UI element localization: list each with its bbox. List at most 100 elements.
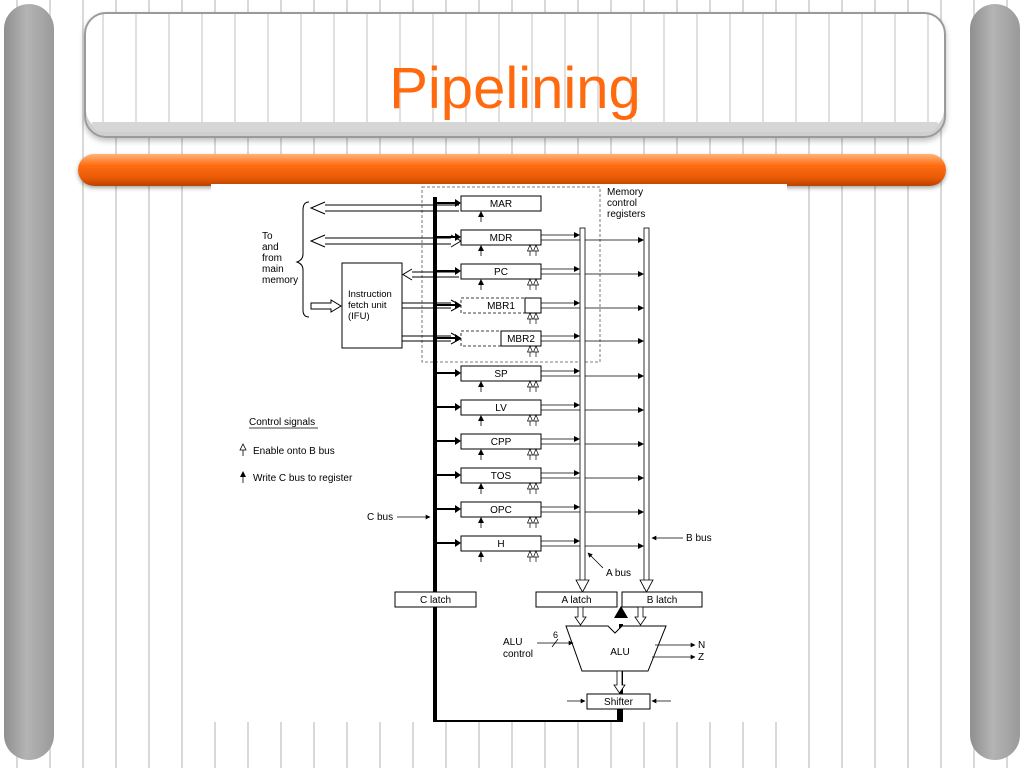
memory-control-region [421, 186, 601, 363]
legend-write-text: Write C bus to register [253, 473, 353, 484]
register-opc: OPC [435, 501, 644, 528]
memory-label-from: from [262, 253, 282, 264]
register-pc: PC [435, 263, 644, 290]
register-tos-enable-signal-2 [532, 482, 540, 490]
memory-brace [295, 201, 310, 318]
register-opc-abus-arrowhead [574, 504, 580, 510]
register-cpp-box [460, 433, 542, 450]
register-sp-write-signal [478, 381, 484, 387]
ifu-label-1: Instruction [348, 289, 392, 300]
alu-z-output-label: Z [698, 652, 704, 663]
register-h-enable-signal-2 [532, 550, 540, 558]
register-pc-write-signal [478, 279, 484, 285]
register-sp-enable-signal-2 [532, 380, 540, 388]
register-pc-enable-signal-1 [526, 278, 534, 286]
shifter-label: Shifter [604, 697, 634, 708]
register-pc-box [460, 263, 542, 280]
register-sp: SP [435, 365, 644, 392]
instruction-fetch-unit [341, 262, 403, 349]
memory-control-label-2: control [607, 198, 637, 209]
register-pc-label: PC [494, 267, 508, 278]
alu-to-shifter-arrow [613, 670, 626, 694]
c-latch-label: C latch [420, 595, 451, 606]
register-mbr2-enable-signal-1 [526, 345, 534, 353]
b-bus [639, 227, 654, 593]
c-bus-label: C bus [367, 512, 393, 523]
register-opc-cbus-arrowhead [455, 505, 461, 513]
register-lv: LV [435, 399, 644, 426]
register-mdr-bbus-arrowhead [638, 237, 644, 243]
register-sp-enable-signal-1 [526, 380, 534, 388]
register-sp-label: SP [494, 369, 508, 380]
register-h-label: H [497, 539, 504, 550]
register-h-enable-signal-1 [526, 550, 534, 558]
b-latch-box [621, 591, 703, 608]
register-opc-bbus-arrowhead [638, 509, 644, 515]
register-mbr2-enable-signal-2 [532, 345, 540, 353]
register-tos-abus-arrowhead [574, 470, 580, 476]
register-mbr2-bbus-arrowhead [638, 338, 644, 344]
register-mbr1-abus-arrowhead [574, 300, 580, 306]
register-cpp-abus-arrowhead [574, 436, 580, 442]
memory-label-and: and [262, 242, 279, 253]
a-bus-label: A bus [606, 568, 631, 579]
register-h-bbus-arrowhead [638, 543, 644, 549]
register-mdr: MDR [435, 229, 644, 256]
register-mdr-enable-signal-2 [532, 244, 540, 252]
register-h-abus-arrowhead [574, 538, 580, 544]
register-tos-box [460, 467, 542, 484]
register-mdr-enable-signal-1 [526, 244, 534, 252]
register-pc-bbus-arrowhead [638, 271, 644, 277]
register-mbr1-box [524, 297, 542, 314]
title-banner: Pipelining [84, 12, 946, 138]
register-mbr2: MBR2 [435, 330, 644, 357]
register-mar-write-signal [478, 211, 484, 217]
legend-title: Control signals [249, 417, 315, 428]
register-pc-abus-arrowhead [574, 266, 580, 272]
register-mar-box [460, 195, 542, 212]
register-opc-write-signal [478, 517, 484, 523]
register-sp-bbus-arrowhead [638, 373, 644, 379]
register-cpp: CPP [435, 433, 644, 460]
register-opc-label: OPC [490, 505, 512, 516]
register-mar-cbus-arrowhead [455, 199, 461, 207]
register-mar-label: MAR [490, 199, 512, 210]
title-banner-shadow [92, 122, 938, 132]
register-mdr-box [460, 229, 542, 246]
register-mbr1-cbus-arrowhead [455, 301, 461, 309]
memory-to-ifu-arrow [310, 299, 342, 313]
register-mdr-abus-arrowhead [574, 232, 580, 238]
register-h-box [460, 535, 542, 552]
register-mbr1-enable-signal-1 [526, 312, 534, 320]
b-bus-label: B bus [686, 533, 712, 544]
register-sp-cbus-arrowhead [455, 369, 461, 377]
register-pc-enable-signal-2 [532, 278, 540, 286]
alu-control-label-1: ALU [503, 637, 522, 648]
register-pc-cbus-arrowhead [455, 267, 461, 275]
register-mar: MAR [435, 195, 542, 222]
register-mbr2-label: MBR2 [507, 334, 535, 345]
register-lv-bbus-arrowhead [638, 407, 644, 413]
register-tos-cbus-arrowhead [455, 471, 461, 479]
register-sp-abus-arrowhead [574, 368, 580, 374]
register-cpp-cbus-arrowhead [455, 437, 461, 445]
register-tos: TOS [435, 467, 644, 494]
ifu-label-3: (IFU) [348, 311, 370, 322]
register-h-write-signal [478, 551, 484, 557]
register-mbr1-label: MBR1 [487, 301, 515, 312]
alu-control-label-2: control [503, 649, 533, 660]
a-latch-box [535, 591, 618, 608]
pipelined-datapath-diagram: Memory control registers To and from mai… [239, 186, 712, 722]
register-cpp-write-signal [478, 449, 484, 455]
legend-enable-icon [239, 443, 247, 456]
a-bus-label-pointer [587, 552, 604, 569]
legend-enable-text: Enable onto B bus [253, 446, 335, 457]
register-opc-enable-signal-2 [532, 516, 540, 524]
register-mdr-label: MDR [490, 233, 513, 244]
a-latch-to-alu-arrow [574, 606, 587, 626]
register-opc-enable-signal-1 [526, 516, 534, 524]
register-cpp-label: CPP [491, 437, 512, 448]
a-bus [575, 227, 590, 593]
b-latch-label: B latch [647, 595, 678, 606]
